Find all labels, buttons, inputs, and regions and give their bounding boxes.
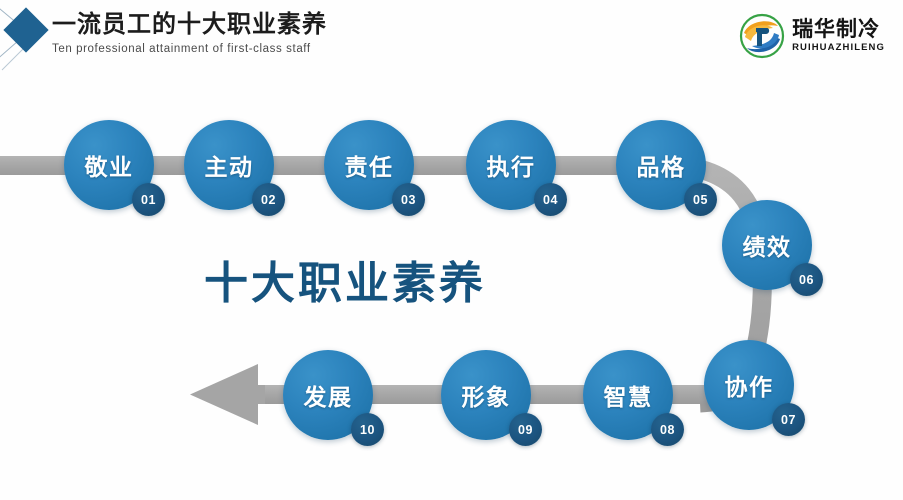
company-logo: 瑞华制冷 RUIHUAZHILENG xyxy=(739,12,885,60)
node-badge: 08 xyxy=(651,413,684,446)
left-arrow-icon xyxy=(190,364,258,425)
node-badge: 09 xyxy=(509,413,542,446)
node-label: 品格 xyxy=(636,154,686,180)
header-title-block: 一流员工的十大职业素养 Ten professional attainment … xyxy=(52,10,327,57)
center-headline: 十大职业素养 xyxy=(204,259,486,308)
process-node-01[interactable]: 敬业 01 xyxy=(64,120,165,216)
node-badge: 03 xyxy=(392,183,425,216)
node-number: 10 xyxy=(360,422,375,437)
node-label: 形象 xyxy=(461,384,511,410)
node-label: 执行 xyxy=(486,154,536,180)
logo-name-cn: 瑞华制冷 xyxy=(792,18,881,41)
node-number: 05 xyxy=(693,192,708,207)
node-badge: 01 xyxy=(132,183,165,216)
page-title: 一流员工的十大职业素养 xyxy=(52,11,327,38)
node-label: 责任 xyxy=(344,154,394,180)
node-badge: 02 xyxy=(252,183,285,216)
node-number: 01 xyxy=(141,192,156,207)
process-node-07[interactable]: 协作 07 xyxy=(704,340,805,436)
node-number: 07 xyxy=(781,412,796,427)
process-node-04[interactable]: 执行 04 xyxy=(466,120,567,216)
logo-text-block: 瑞华制冷 RUIHUAZHILENG xyxy=(792,18,885,54)
node-label: 发展 xyxy=(303,384,353,410)
node-label: 智慧 xyxy=(603,384,653,410)
process-node-06[interactable]: 绩效 06 xyxy=(722,200,823,296)
node-bubble[interactable]: 责任 xyxy=(324,120,414,210)
node-label: 协作 xyxy=(724,374,774,400)
slide-header: 一流员工的十大职业素养 Ten professional attainment … xyxy=(0,0,903,72)
process-node-10[interactable]: 发展 10 xyxy=(283,350,384,446)
node-bubble[interactable]: 执行 xyxy=(466,120,556,210)
node-badge: 06 xyxy=(790,263,823,296)
page-subtitle: Ten professional attainment of first-cla… xyxy=(52,43,311,55)
node-number: 08 xyxy=(660,422,675,437)
node-badge: 04 xyxy=(534,183,567,216)
node-badge: 07 xyxy=(772,403,805,436)
process-node-08[interactable]: 智慧 08 xyxy=(583,350,684,446)
node-number: 03 xyxy=(401,192,416,207)
process-node-09[interactable]: 形象 09 xyxy=(441,350,542,446)
node-label: 主动 xyxy=(204,154,254,180)
ruihua-swirl-logo-icon xyxy=(739,13,785,59)
node-badge: 05 xyxy=(684,183,717,216)
node-number: 02 xyxy=(261,192,276,207)
node-label: 敬业 xyxy=(84,154,134,180)
node-bubble[interactable]: 协作 xyxy=(704,340,794,430)
process-diagram: 十大职业素养 敬业 01 主动 02 责任 03 xyxy=(0,72,903,500)
node-bubble[interactable]: 智慧 xyxy=(583,350,673,440)
node-number: 09 xyxy=(518,422,533,437)
logo-name-en: RUIHUAZHILENG xyxy=(792,42,885,53)
process-node-05[interactable]: 品格 05 xyxy=(616,120,717,216)
process-node-02[interactable]: 主动 02 xyxy=(184,120,285,216)
node-number: 04 xyxy=(543,192,558,207)
node-bubble[interactable]: 主动 xyxy=(184,120,274,210)
node-number: 06 xyxy=(799,272,814,287)
node-label: 绩效 xyxy=(742,234,792,260)
process-node-03[interactable]: 责任 03 xyxy=(324,120,425,216)
node-badge: 10 xyxy=(351,413,384,446)
